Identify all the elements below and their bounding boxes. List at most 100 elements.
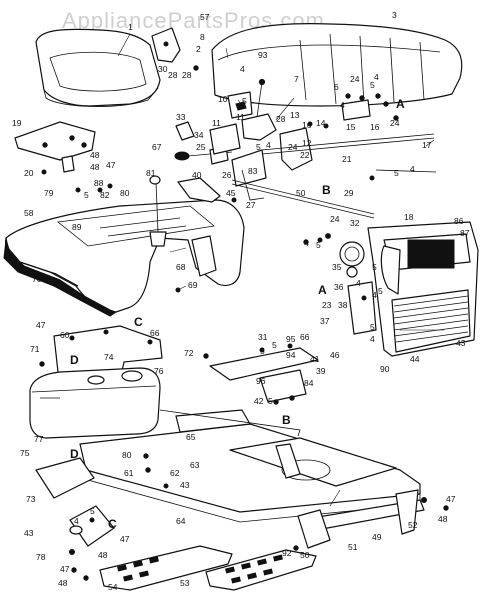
part-label: 5 (272, 340, 277, 350)
fuel-tank (29, 367, 161, 439)
part-label: 63 (190, 460, 200, 470)
part-label: 4 (340, 100, 345, 110)
callout-a-top: A (396, 97, 405, 111)
part-label: 69 (188, 280, 198, 290)
left-bracket (35, 457, 95, 499)
part-label: 27 (246, 200, 256, 210)
part-label: 44 (410, 354, 420, 364)
callout-c-bottom: C (108, 517, 117, 531)
part-label: 46 (330, 350, 340, 360)
hardware-top-right (307, 93, 399, 129)
part-label: 21 (342, 154, 352, 164)
part-label: 5 (90, 506, 95, 516)
part-label: 5 (256, 142, 261, 152)
part-label: 10 (218, 94, 228, 104)
part-label: 30 (158, 64, 168, 74)
part-label: 16 (370, 122, 380, 132)
part-label: 32 (350, 218, 360, 228)
seat (35, 28, 161, 107)
part-label: 40 (192, 170, 202, 180)
seat-adjuster (209, 343, 319, 405)
part-label: 28 (182, 70, 192, 80)
part-label: 26 (222, 170, 232, 180)
part-label: 93 (258, 50, 268, 60)
part-label: 33 (176, 112, 186, 122)
part-label: 6 (334, 82, 339, 92)
part-label: 62 (170, 468, 180, 478)
part-label: 5 (242, 96, 247, 106)
part-label: 17 (422, 140, 432, 150)
part-label: 43 (456, 338, 466, 348)
part-label: 58 (24, 208, 34, 218)
part-label: 61 (124, 468, 134, 478)
part-label: 53 (180, 578, 190, 588)
part-label: 41 (310, 354, 320, 364)
part-label: 8 (200, 32, 205, 42)
part-label: 73 (26, 494, 36, 504)
part-label: 24 (390, 118, 400, 128)
part-label: 5 (268, 396, 273, 406)
part-label: 48 (90, 162, 100, 172)
part-label: 95 (286, 334, 296, 344)
footrest-left (99, 545, 233, 591)
front-axle (297, 489, 427, 549)
part-label: 67 (152, 142, 162, 152)
part-label: 89 (72, 222, 82, 232)
part-label: 37 (320, 316, 330, 326)
part-label: 5 (372, 262, 377, 272)
dash-housing (367, 221, 479, 357)
part-label: 51 (348, 542, 358, 552)
part-label: 5 (370, 322, 375, 332)
part-label: 70 (32, 274, 42, 284)
part-label: 71 (30, 344, 40, 354)
part-label: 11 (236, 112, 245, 122)
callout-d-top: D (70, 353, 79, 367)
part-label: 25 (196, 142, 206, 152)
part-label: 76 (154, 366, 164, 376)
part-label: 28 (168, 70, 178, 80)
part-label: 94 (286, 350, 296, 360)
part-label: 47 (446, 494, 456, 504)
part-label: 90 (380, 364, 390, 374)
callout-a-dash: A (318, 283, 327, 297)
part-label: 15 (346, 122, 356, 132)
part-label: 72 (184, 348, 194, 358)
part-label: 88 (94, 178, 104, 188)
part-label: 48 (438, 514, 448, 524)
part-label: 4 (356, 278, 361, 288)
seat-hinge (151, 27, 199, 71)
part-label: 1 (128, 22, 133, 32)
part-label: 47 (36, 320, 46, 330)
callout-b-bottom: B (282, 413, 291, 427)
part-label: 45 (226, 188, 236, 198)
part-label: 16 (302, 120, 312, 130)
part-label: 4 (372, 290, 377, 300)
part-label: 77 (34, 434, 44, 444)
part-label: 12 (302, 138, 312, 148)
part-label: 11 (212, 118, 221, 128)
part-label: 38 (338, 300, 348, 310)
callout-b-top: B (322, 183, 331, 197)
part-label: 79 (44, 188, 54, 198)
part-label: 4 (374, 72, 379, 82)
part-label: 5 (370, 80, 375, 90)
fasteners (39, 169, 449, 551)
part-label: 28 (276, 114, 286, 124)
part-label: 2 (196, 44, 201, 54)
pedal-assembly (231, 78, 313, 201)
gauge (325, 233, 365, 278)
dash-bracket (347, 281, 377, 335)
part-label: 47 (120, 534, 130, 544)
part-label: 86 (454, 216, 464, 226)
hood (211, 23, 463, 107)
part-label: 66 (150, 328, 160, 338)
part-label: 4 (410, 164, 415, 174)
part-label: 3 (392, 10, 397, 20)
part-label: 5 (84, 190, 89, 200)
part-label: 80 (120, 188, 130, 198)
part-label: 54 (108, 582, 118, 592)
part-label: 24 (288, 142, 298, 152)
part-label: 29 (344, 188, 354, 198)
seat-bracket (14, 121, 96, 173)
